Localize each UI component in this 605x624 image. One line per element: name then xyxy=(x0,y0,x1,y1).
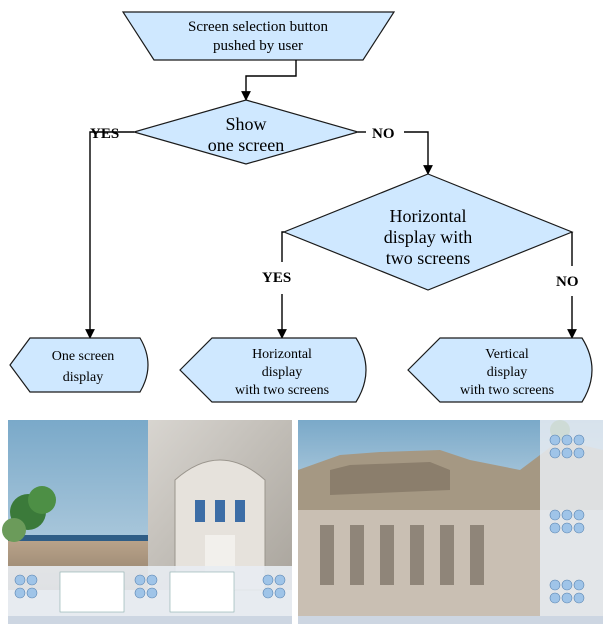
out2-line2: display xyxy=(262,365,302,380)
yes-label-decision2: YES xyxy=(262,270,291,286)
flow-decision1-yes xyxy=(85,131,134,339)
out3-line1: Vertical xyxy=(485,347,529,362)
output-one-screen-display xyxy=(9,337,149,393)
decision1-line2: one screen xyxy=(208,135,284,155)
screenshot-vertical-two-screens xyxy=(298,420,603,624)
flow-start-to-decision1 xyxy=(241,60,297,101)
out3-line2: display xyxy=(487,365,527,380)
out1-line2: display xyxy=(63,370,103,385)
decision2-line3: two screens xyxy=(386,248,470,268)
screenshot-horizontal-two-screens xyxy=(2,420,292,624)
out2-line3: with two screens xyxy=(235,383,329,398)
decision2-line1: Horizontal xyxy=(390,206,467,226)
out3-line3: with two screens xyxy=(460,383,554,398)
start-node-line1: Screen selection button xyxy=(188,19,328,35)
start-node xyxy=(121,11,396,61)
no-label-decision2: NO xyxy=(556,274,579,290)
flow-decision2-yes-a xyxy=(281,231,284,262)
output-horizontal-two-screens xyxy=(179,337,367,403)
output-vertical-two-screens xyxy=(407,337,593,403)
start-node-line2: pushed by user xyxy=(213,38,303,54)
decision-show-one-screen xyxy=(131,99,361,165)
decision-horizontal-two-screens xyxy=(282,173,574,291)
decision2-line2: display with xyxy=(384,227,473,247)
decision1-line1: Show xyxy=(225,114,266,134)
no-label-decision1: NO xyxy=(372,126,395,142)
out2-line1: Horizontal xyxy=(252,347,312,362)
yes-label-decision1: YES xyxy=(90,126,119,142)
flow-decision1-no-b xyxy=(404,131,433,175)
out1-line1: One screen xyxy=(52,349,115,364)
